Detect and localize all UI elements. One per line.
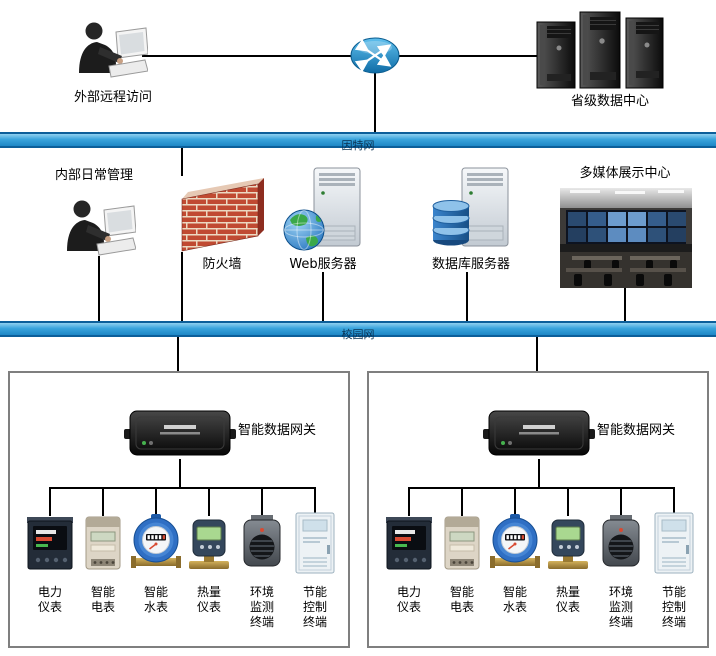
bus-drop bbox=[620, 487, 622, 516]
water-meter-icon bbox=[490, 514, 540, 572]
device-label: 电力 仪表 bbox=[396, 585, 421, 614]
device-label: 电力 仪表 bbox=[37, 585, 62, 614]
device-group-1: 智能数据网关 电力 仪表 智能 电表 智能 水表 热量 仪表 环境 监测 终端 … bbox=[8, 371, 350, 648]
internet-bar-label: 因特网 bbox=[341, 139, 375, 152]
bus-drop bbox=[102, 487, 104, 516]
device-label: 节能 控制 终端 bbox=[661, 585, 686, 629]
firewall-icon bbox=[176, 174, 268, 254]
web-server-icon bbox=[282, 166, 364, 252]
control-cabinet-icon bbox=[294, 512, 336, 574]
device-bus bbox=[408, 487, 675, 489]
device-label: 环境 监测 终端 bbox=[608, 585, 633, 629]
device-label: 环境 监测 终端 bbox=[249, 585, 274, 629]
internal-mgmt-label: 内部日常管理 bbox=[54, 168, 133, 183]
web-server-label: Web服务器 bbox=[289, 257, 357, 272]
device-label: 智能 电表 bbox=[449, 585, 474, 614]
connector-gateway-to-bus bbox=[179, 459, 181, 489]
connector-router-to-datacenter bbox=[398, 55, 537, 57]
power-meter-icon bbox=[385, 516, 433, 570]
bus-drop bbox=[408, 487, 410, 516]
bus-drop bbox=[155, 487, 157, 516]
gateway-icon bbox=[483, 405, 595, 461]
gateway-label: 智能数据网关 bbox=[238, 423, 317, 438]
campus-bar: 校园网 bbox=[0, 321, 716, 341]
electric-meter-icon bbox=[443, 515, 481, 571]
connector-campus-to-gateway-2 bbox=[536, 337, 538, 403]
connector-internal-to-campus bbox=[98, 256, 100, 321]
device-label: 节能 控制 终端 bbox=[302, 585, 327, 629]
device-bus bbox=[49, 487, 316, 489]
bus-drop bbox=[208, 487, 210, 516]
bus-drop bbox=[49, 487, 51, 516]
bus-drop bbox=[314, 487, 316, 516]
bus-drop bbox=[261, 487, 263, 516]
gateway-label: 智能数据网关 bbox=[597, 423, 676, 438]
water-meter-icon bbox=[131, 514, 181, 572]
database-server-label: 数据库服务器 bbox=[431, 257, 510, 272]
device-label: 热量 仪表 bbox=[555, 585, 580, 614]
device-label: 智能 电表 bbox=[90, 585, 115, 614]
device-group-2: 智能数据网关 电力 仪表 智能 电表 智能 水表 热量 仪表 环境 监测 终端 … bbox=[367, 371, 709, 648]
external-access-label: 外部远程访问 bbox=[73, 90, 152, 105]
env-monitor-icon bbox=[600, 515, 642, 571]
bus-drop bbox=[514, 487, 516, 516]
electric-meter-icon bbox=[84, 515, 122, 571]
connector-external-to-router bbox=[142, 55, 352, 57]
firewall-label: 防火墙 bbox=[202, 257, 242, 272]
device-label: 智能 水表 bbox=[143, 585, 168, 614]
connector-db-to-campus bbox=[466, 272, 468, 321]
datacenter-servers-icon bbox=[534, 8, 666, 90]
heat-meter-icon bbox=[188, 514, 230, 572]
campus-bar-label: 校园网 bbox=[341, 328, 375, 341]
internal-user-laptop-icon bbox=[60, 198, 136, 258]
external-user-laptop-icon bbox=[72, 20, 148, 80]
connector-firewall-to-campus bbox=[181, 252, 183, 321]
connector-internet-to-firewall bbox=[181, 148, 183, 176]
power-meter-icon bbox=[26, 516, 74, 570]
gateway-icon bbox=[124, 405, 236, 461]
connector-multimedia-to-campus bbox=[624, 286, 626, 321]
datacenter-label: 省级数据中心 bbox=[570, 94, 649, 109]
router-icon bbox=[350, 37, 400, 74]
bus-drop bbox=[461, 487, 463, 516]
internet-bar: 因特网 bbox=[0, 132, 716, 152]
env-monitor-icon bbox=[241, 515, 283, 571]
control-cabinet-icon bbox=[653, 512, 695, 574]
bus-drop bbox=[673, 487, 675, 516]
connector-web-to-campus bbox=[322, 272, 324, 321]
multimedia-label: 多媒体展示中心 bbox=[579, 166, 671, 181]
connector-router-to-internet bbox=[374, 72, 376, 132]
bus-drop bbox=[567, 487, 569, 516]
connector-gateway-to-bus bbox=[538, 459, 540, 489]
control-room-photo bbox=[560, 188, 692, 288]
device-label: 热量 仪表 bbox=[196, 585, 221, 614]
device-label: 智能 水表 bbox=[502, 585, 527, 614]
database-server-icon bbox=[430, 166, 512, 252]
heat-meter-icon bbox=[547, 514, 589, 572]
connector-campus-to-gateway-1 bbox=[177, 337, 179, 403]
